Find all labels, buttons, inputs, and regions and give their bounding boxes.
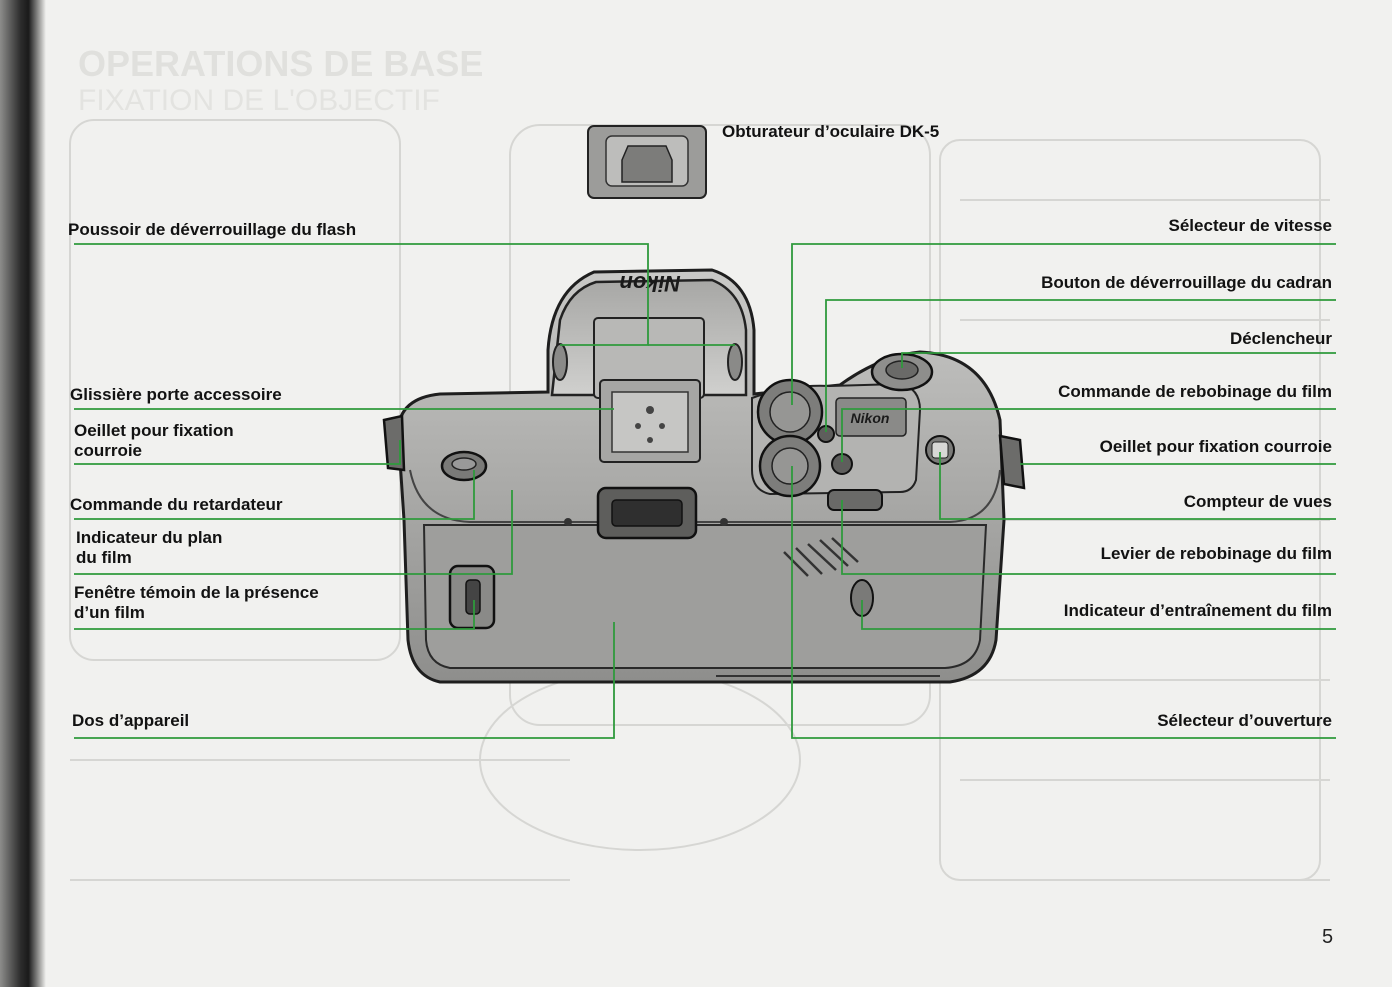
label-shutter-release: Déclencheur (1229, 329, 1332, 348)
label-flash-release: Poussoir de déverrouillage du flash (68, 220, 357, 239)
label-film-plane-line2: du film (76, 548, 132, 567)
leader-lines (74, 243, 1336, 739)
label-rewind-lever: Levier de rebobinage du film (1100, 544, 1332, 563)
label-dial-lock: Bouton de déverrouillage du cadran (1041, 273, 1332, 292)
label-film-window-line1: Fenêtre témoin de la présence (74, 583, 319, 602)
label-eyepiece-cap: Obturateur d’oculaire DK-5 (722, 122, 940, 141)
eyepiece-cap-drawing (587, 125, 707, 199)
book-spine-shadow (0, 0, 46, 987)
label-rewind-button: Commande de rebobinage du film (1058, 382, 1332, 401)
page-number: 5 (1322, 926, 1334, 948)
label-strap-eyelet-right: Oeillet pour fixation courroie (1099, 437, 1332, 456)
camera-body-drawing (382, 268, 1026, 684)
label-shutter-speed-dial: Sélecteur de vitesse (1168, 216, 1332, 235)
label-aperture-dial: Sélecteur d’ouverture (1157, 711, 1332, 730)
label-film-plane-line1: Indicateur du plan (76, 528, 223, 547)
label-strap-eyelet-left-line1: Oeillet pour fixation (74, 421, 234, 440)
brand-logo-plate: Nikon (851, 410, 890, 426)
brand-logo-prism: Nikon (619, 271, 680, 296)
svg-text:OPERATIONS DE BASE: OPERATIONS DE BASE (78, 43, 483, 84)
label-strap-eyelet-left-line2: courroie (74, 441, 143, 460)
label-film-advance-indicator: Indicateur d’entraînement du film (1063, 601, 1332, 620)
label-film-window-line2: d’un film (74, 603, 145, 622)
label-camera-back: Dos d’appareil (72, 711, 190, 730)
label-accessory-shoe: Glissière porte accessoire (70, 385, 282, 404)
label-self-timer: Commande du retardateur (70, 495, 283, 514)
svg-text:FIXATION DE L'OBJECTIF: FIXATION DE L'OBJECTIF (78, 84, 440, 117)
label-frame-counter: Compteur de vues (1183, 492, 1332, 511)
